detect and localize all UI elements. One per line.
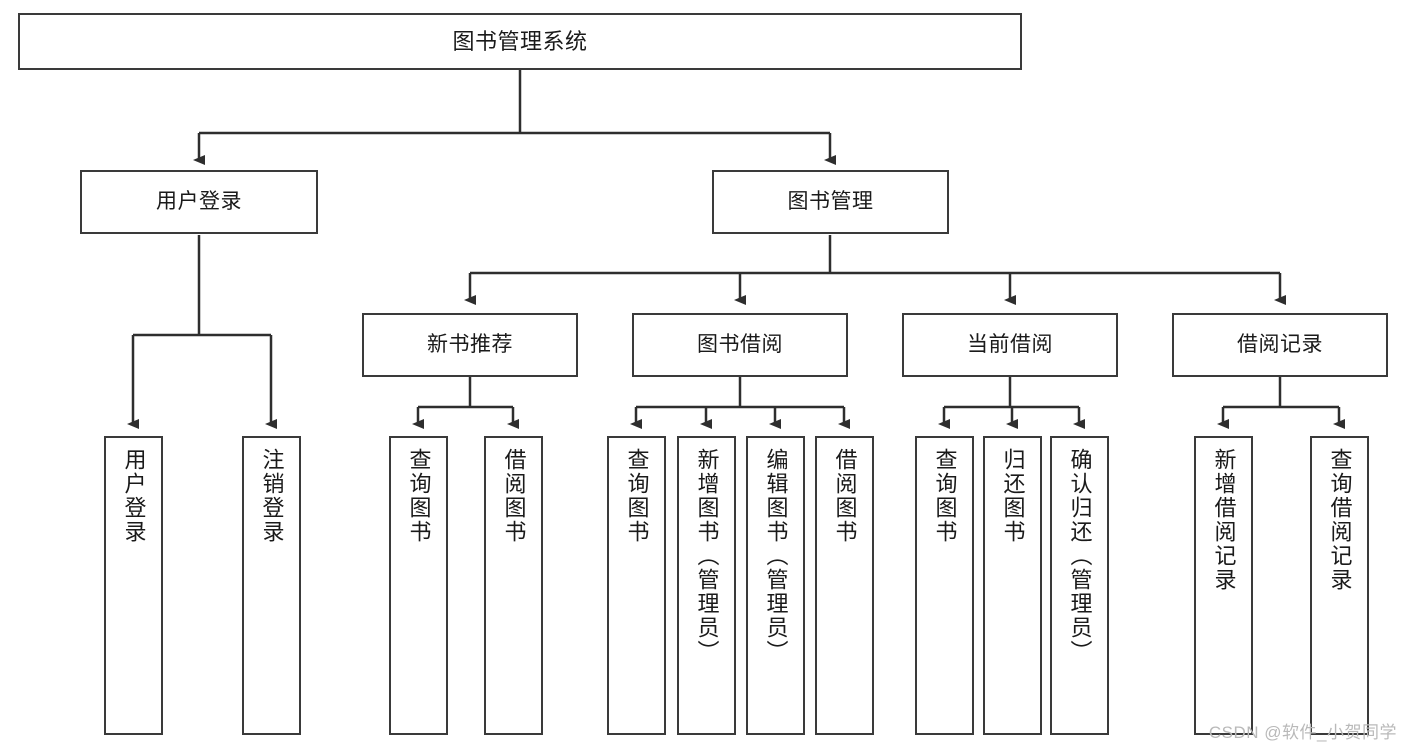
node-label: 查询图书 [406, 448, 432, 544]
node-label: 查询图书 [932, 448, 958, 544]
leaf-borrow-record-add[interactable]: 新增借阅记录 [1194, 436, 1253, 735]
node-user-login[interactable]: 用户登录 [80, 170, 318, 234]
leaf-new-book-borrow[interactable]: 借阅图书 [484, 436, 543, 735]
node-label: 新书推荐 [427, 332, 513, 356]
leaf-new-book-query[interactable]: 查询图书 [389, 436, 448, 735]
node-label: 注销登录 [259, 448, 285, 544]
node-label: 查询借阅记录 [1327, 448, 1353, 592]
node-label: 图书管理 [787, 189, 874, 213]
leaf-book-borrow-borrow[interactable]: 借阅图书 [815, 436, 874, 735]
node-borrow-record[interactable]: 借阅记录 [1172, 313, 1388, 377]
node-label: 查询图书 [624, 448, 650, 544]
node-new-book-recommend[interactable]: 新书推荐 [362, 313, 578, 377]
leaf-book-borrow-query[interactable]: 查询图书 [607, 436, 666, 735]
node-current-borrow[interactable]: 当前借阅 [902, 313, 1118, 377]
leaf-book-borrow-edit[interactable]: 编辑图书（管理员） [746, 436, 805, 735]
leaf-user-login-login[interactable]: 用户登录 [104, 436, 163, 735]
node-label: 当前借阅 [967, 332, 1053, 356]
node-book-borrow[interactable]: 图书借阅 [632, 313, 848, 377]
leaf-book-borrow-add[interactable]: 新增图书（管理员） [677, 436, 736, 735]
node-label: 用户登录 [156, 189, 242, 213]
node-label: 借阅图书 [832, 448, 858, 544]
node-book-management[interactable]: 图书管理 [712, 170, 949, 234]
node-label: 新增图书（管理员） [694, 448, 720, 664]
leaf-current-borrow-return[interactable]: 归还图书 [983, 436, 1042, 735]
leaf-borrow-record-query[interactable]: 查询借阅记录 [1310, 436, 1369, 735]
node-label: 新增借阅记录 [1211, 448, 1237, 592]
node-book-management-system[interactable]: 图书管理系统 [18, 13, 1022, 70]
node-label: 图书借阅 [697, 332, 783, 356]
node-label: 确认归还（管理员） [1067, 448, 1093, 664]
leaf-current-borrow-query[interactable]: 查询图书 [915, 436, 974, 735]
node-label: 图书管理系统 [452, 28, 588, 54]
leaf-user-login-logout[interactable]: 注销登录 [242, 436, 301, 735]
node-label: 归还图书 [1000, 448, 1026, 544]
node-label: 编辑图书（管理员） [763, 448, 789, 664]
node-label: 用户登录 [121, 448, 147, 544]
leaf-current-borrow-confirm-return[interactable]: 确认归还（管理员） [1050, 436, 1109, 735]
node-label: 借阅图书 [501, 448, 527, 544]
node-label: 借阅记录 [1237, 332, 1323, 356]
